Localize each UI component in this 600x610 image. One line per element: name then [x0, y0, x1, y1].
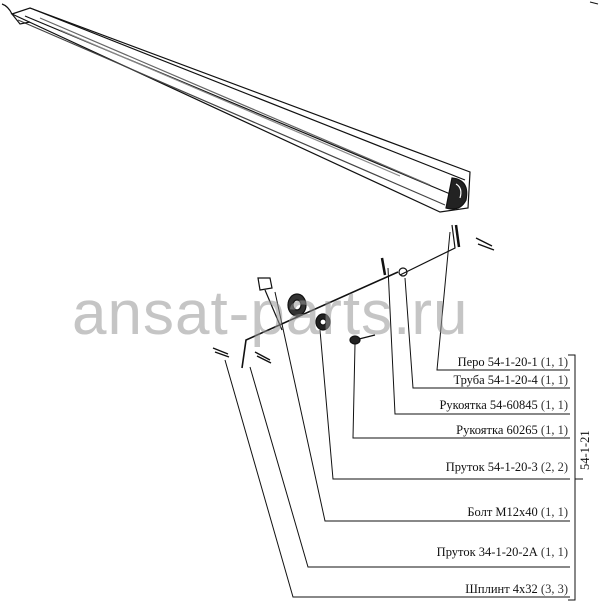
part-qty: (1, 1) — [540, 355, 568, 369]
part-name: Рукоятка 60265 — [456, 423, 538, 437]
part-label: Перо 54-1-20-1 (1, 1) — [458, 355, 568, 370]
part-label: Рукоятка 60265 (1, 1) — [456, 423, 568, 438]
leader-lines — [224, 231, 570, 598]
assembly-bracket — [568, 354, 583, 601]
tube-rod-part — [241, 224, 461, 369]
part-qty: (1, 1) — [540, 373, 568, 387]
part-name: Перо 54-1-20-1 — [457, 355, 538, 369]
part-name: Пруток 34-1-20-2А — [436, 545, 538, 559]
assembly-number: 54-1-21 — [578, 430, 592, 470]
part-qty: (1, 1) — [540, 423, 568, 437]
watermark: ansat-parts.ru — [72, 279, 469, 348]
cotter-pins — [212, 237, 495, 364]
part-qty: (1, 1) — [540, 398, 568, 412]
part-label: Пруток 34-1-20-2А (1, 1) — [437, 545, 568, 560]
part-name: Труба 54-1-20-4 — [453, 373, 538, 387]
part-name: Болт М12х40 — [467, 505, 538, 519]
part-qty: (3, 3) — [540, 582, 568, 596]
blade-part — [1, 3, 471, 213]
part-label: Болт М12х40 (1, 1) — [467, 505, 568, 520]
part-label: Рукоятка 54-60845 (1, 1) — [439, 398, 568, 413]
part-qty: (1, 1) — [540, 545, 568, 559]
part-label: Шплинт 4х32 (3, 3) — [465, 582, 568, 597]
handle-parts — [257, 277, 376, 345]
part-qty: (2, 2) — [540, 460, 568, 474]
part-qty: (1, 1) — [540, 505, 568, 519]
part-name: Пруток 54-1-20-3 — [445, 460, 538, 474]
part-name: Рукоятка 54-60845 — [439, 398, 538, 412]
part-label: Пруток 54-1-20-3 (2, 2) — [446, 460, 568, 475]
part-label: Труба 54-1-20-4 (1, 1) — [453, 373, 568, 388]
part-name: Шплинт 4х32 — [465, 582, 538, 596]
